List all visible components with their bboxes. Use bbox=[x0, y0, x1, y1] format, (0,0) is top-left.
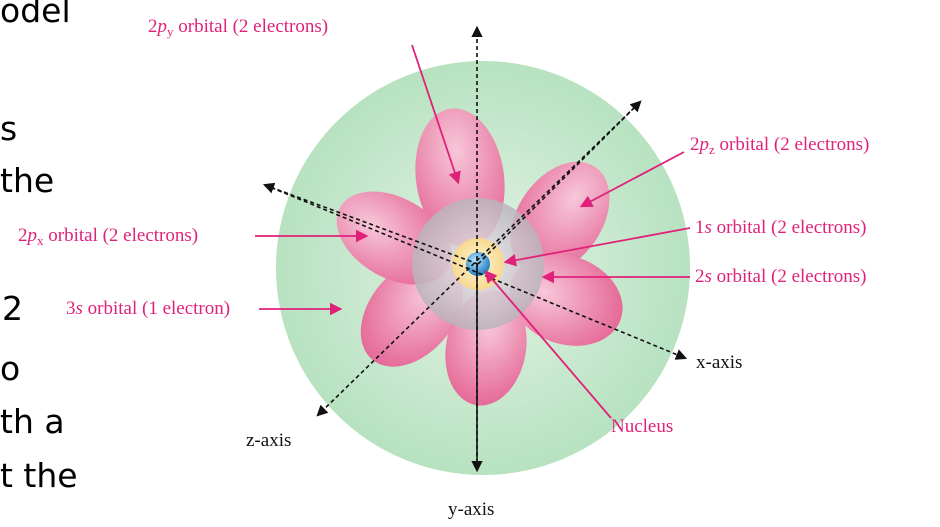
leader-arrows bbox=[255, 44, 691, 419]
axes bbox=[262, 25, 688, 473]
label-2py: 2py orbital (2 electrons) bbox=[148, 16, 328, 39]
label-x-axis: x-axis bbox=[696, 352, 742, 373]
z-axis-line-back bbox=[477, 100, 642, 265]
label-2px: 2px orbital (2 electrons) bbox=[18, 225, 198, 248]
label-2s: 2s orbital (2 electrons) bbox=[695, 266, 867, 287]
slide-text-fragment: s bbox=[0, 109, 18, 148]
slide-text-fragment: the bbox=[0, 161, 55, 200]
arrow-nucleus bbox=[484, 270, 612, 419]
label-z-axis: z-axis bbox=[246, 430, 291, 451]
label-3s: 3s orbital (1 electron) bbox=[66, 298, 230, 319]
slide-text-fragment: o bbox=[0, 349, 21, 388]
x-axis-line bbox=[264, 184, 688, 360]
arrow-2pz bbox=[579, 151, 685, 208]
slide-text-fragment: 2 bbox=[2, 289, 23, 328]
arrow-2py bbox=[411, 44, 461, 185]
z-axis-line bbox=[316, 101, 641, 417]
label-1s: 1s orbital (2 electrons) bbox=[695, 217, 867, 238]
label-nucleus: Nucleus bbox=[611, 416, 673, 437]
slide-text-fragment: th a bbox=[0, 402, 65, 441]
x-axis-line-back bbox=[262, 182, 479, 265]
arrow-1s bbox=[503, 227, 691, 267]
slide-text-fragment: t the bbox=[0, 456, 78, 495]
label-y-axis: y-axis bbox=[448, 499, 494, 520]
slide-text-fragment: odel bbox=[0, 0, 71, 30]
label-2pz: 2pz orbital (2 electrons) bbox=[690, 134, 869, 157]
